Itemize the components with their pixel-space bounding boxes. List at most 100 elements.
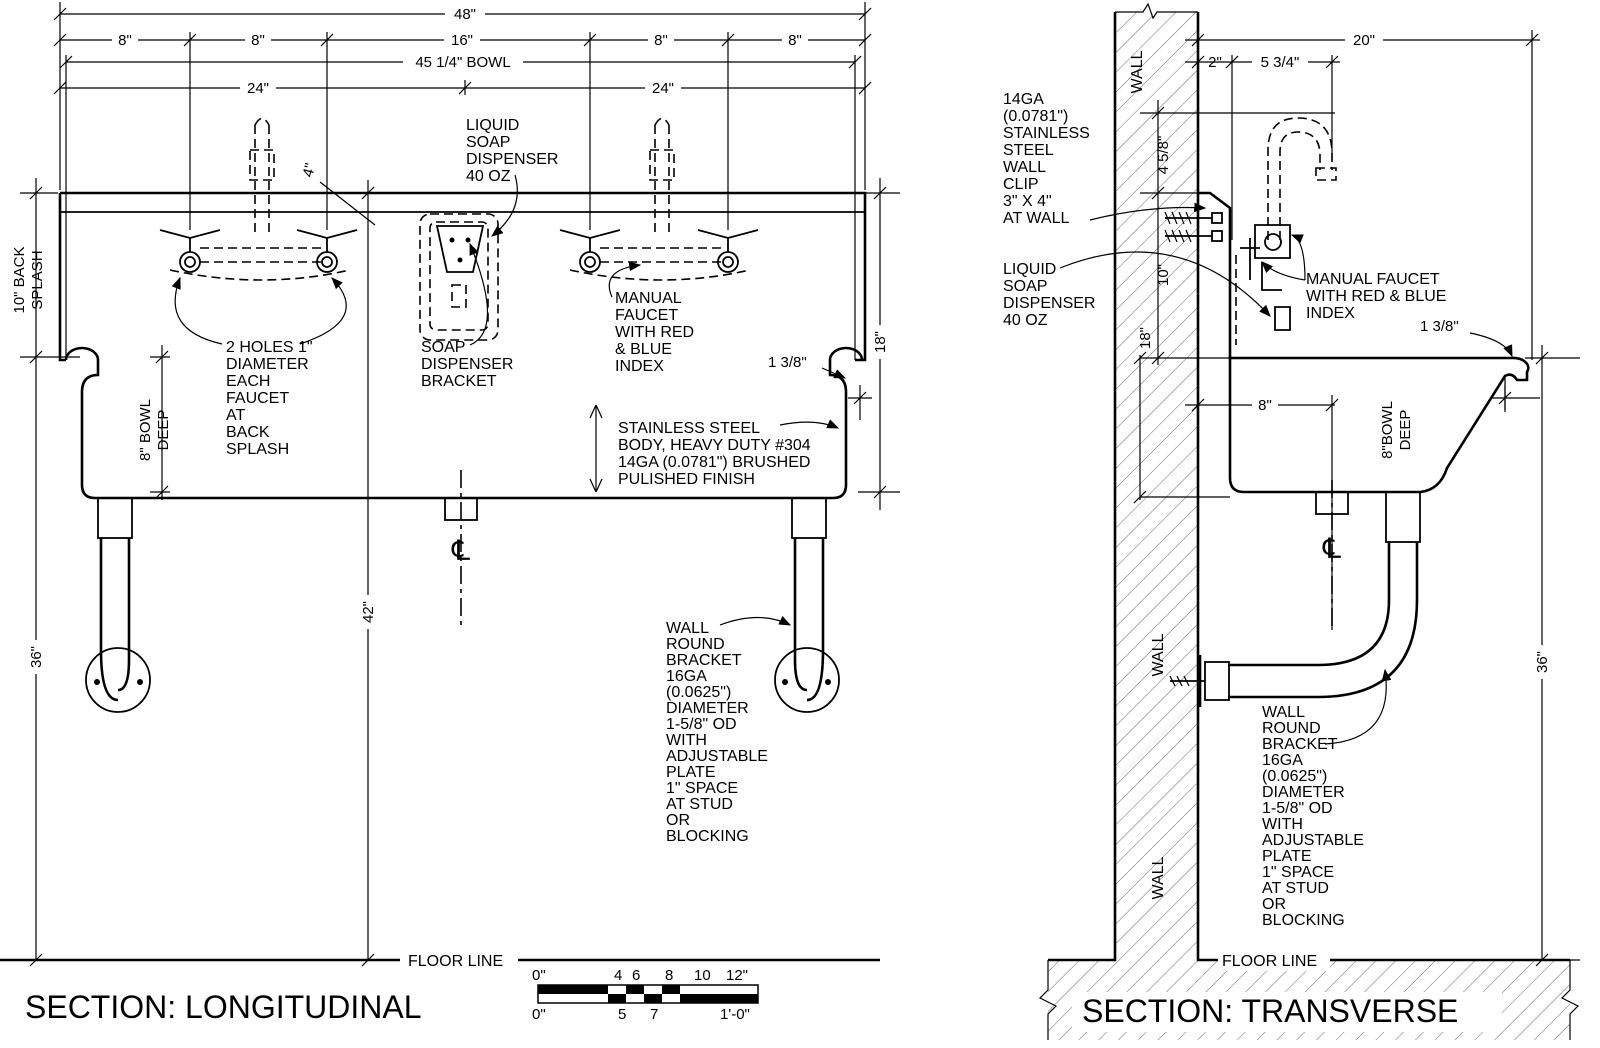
- dim-36-left: 36": [28, 646, 45, 668]
- label-holes: 2 HOLES 1" DIAMETER EACH FAUCET AT BACK …: [226, 339, 313, 458]
- leg-right: [774, 497, 840, 713]
- svg-text:ADJUSTABLE: ADJUSTABLE: [666, 748, 768, 765]
- svg-text:BRACKET: BRACKET: [666, 652, 742, 669]
- dim-36-trans: 36": [1534, 651, 1551, 673]
- svg-text:10: 10: [694, 967, 711, 984]
- dim-42: 42": [360, 601, 377, 623]
- left-vertical-dims: [20, 178, 375, 967]
- svg-text:1'-0": 1'-0": [720, 1006, 750, 1023]
- svg-text:MANUAL FAUCET: MANUAL FAUCET: [1306, 271, 1440, 288]
- wall: [1038, 2, 1580, 1040]
- svg-text:7: 7: [650, 1006, 658, 1023]
- svg-text:BODY, HEAVY DUTY #304: BODY, HEAVY DUTY #304: [618, 437, 811, 454]
- transverse-left-dims: [1133, 100, 1335, 504]
- dim-4: 4": [299, 161, 319, 179]
- title-transverse: SECTION: TRANSVERSE: [1082, 993, 1458, 1029]
- svg-text:STAINLESS STEEL: STAINLESS STEEL: [618, 420, 760, 437]
- bowldeep-label-2: DEEP: [155, 410, 172, 451]
- longitudinal-section: 48" 8" 8" 16" 8" 8" 45 1/4" BOWL 24" 24": [0, 2, 900, 1025]
- svg-text:0": 0": [532, 967, 546, 984]
- svg-text:& BLUE: & BLUE: [615, 341, 672, 358]
- svg-text:EACH: EACH: [226, 373, 270, 390]
- wall-label-2: WALL: [1150, 633, 1167, 676]
- dim-8-b: 8": [251, 32, 265, 49]
- svg-text:1-5/8" OD: 1-5/8" OD: [666, 716, 737, 733]
- drain-long: ℄: [444, 470, 478, 630]
- svg-text:PLATE: PLATE: [666, 764, 716, 781]
- scale-bar: 0" 4 6 8 10 12" 0" 5 7 1'-0": [532, 967, 759, 1023]
- svg-text:WITH RED & BLUE: WITH RED & BLUE: [1306, 288, 1446, 305]
- label-soap-bracket: SOAP DISPENSER BRACKET: [421, 339, 513, 390]
- svg-text:DIAMETER: DIAMETER: [666, 700, 749, 717]
- label-wall-clip: 14GA (0.0781") STAINLESS STEEL WALL CLIP…: [1003, 91, 1090, 227]
- svg-text:(0.0625"): (0.0625"): [666, 684, 731, 701]
- dim-1-3-8-trans: 1 3/8": [1420, 318, 1459, 335]
- dim-8-d: 8": [788, 32, 802, 49]
- dim-8-trans: 8": [1258, 397, 1272, 414]
- svg-text:16GA: 16GA: [666, 668, 707, 685]
- label-manual-faucet-trans: MANUAL FAUCET WITH RED & BLUE INDEX: [1306, 271, 1446, 322]
- dim-20: 20": [1353, 32, 1375, 49]
- dim-10: 10": [1155, 264, 1172, 286]
- svg-text:WITH: WITH: [666, 732, 707, 749]
- svg-text:BRACKET: BRACKET: [1262, 736, 1338, 753]
- svg-text:DIAMETER: DIAMETER: [1262, 784, 1345, 801]
- svg-text:(0.0625"): (0.0625"): [1262, 768, 1327, 785]
- label-soap-trans: LIQUID SOAP DISPENSER 40 OZ: [1003, 261, 1095, 329]
- dim-8-c: 8": [654, 32, 668, 49]
- svg-text:5: 5: [618, 1006, 626, 1023]
- backsplash-label-2: SPLASH: [29, 250, 46, 309]
- bowldeep-trans-2: DEEP: [1397, 410, 1414, 451]
- svg-text:1" SPACE: 1" SPACE: [1262, 864, 1334, 881]
- svg-text:INDEX: INDEX: [615, 358, 664, 375]
- dim-overall-48: 48": [454, 6, 476, 23]
- svg-text:DISPENSER: DISPENSER: [1003, 295, 1095, 312]
- svg-text:CLIP: CLIP: [1003, 176, 1039, 193]
- bowldeep-trans-1: 8"BOWL: [1379, 401, 1396, 459]
- dim-5-3-4: 5 3/4": [1261, 54, 1300, 71]
- svg-text:40 OZ: 40 OZ: [1003, 312, 1048, 329]
- svg-text:WITH: WITH: [1262, 816, 1303, 833]
- svg-text:BLOCKING: BLOCKING: [666, 828, 749, 845]
- svg-text:PULISHED FINISH: PULISHED FINISH: [618, 471, 755, 488]
- svg-text:SOAP: SOAP: [466, 134, 510, 151]
- svg-text:14GA: 14GA: [1003, 91, 1044, 108]
- svg-text:℄: ℄: [451, 535, 470, 566]
- svg-text:MANUAL: MANUAL: [615, 290, 682, 307]
- svg-text:FAUCET: FAUCET: [226, 390, 289, 407]
- faucet-right: [559, 117, 759, 281]
- svg-text:℄: ℄: [1322, 533, 1341, 564]
- svg-text:ROUND: ROUND: [666, 636, 725, 653]
- dim-4-5-8: 4 5/8": [1155, 136, 1172, 175]
- transverse-top-dims: [1185, 30, 1540, 360]
- label-wall-bracket-trans: WALL ROUND BRACKET 16GA (0.0625") DIAMET…: [1262, 704, 1364, 929]
- svg-text:ADJUSTABLE: ADJUSTABLE: [1262, 832, 1364, 849]
- backsplash-label-1: 10" BACK: [11, 246, 28, 313]
- svg-text:DISPENSER: DISPENSER: [466, 151, 558, 168]
- svg-text:6: 6: [632, 967, 640, 984]
- faucet-left: [159, 117, 358, 281]
- svg-text:STEEL: STEEL: [1003, 142, 1054, 159]
- svg-text:AT: AT: [226, 407, 245, 424]
- label-wall-bracket-long: WALL ROUND BRACKET 16GA (0.0625") DIAMET…: [666, 620, 768, 845]
- svg-text:WALL: WALL: [1003, 159, 1046, 176]
- dim-18-trans: 18": [1137, 327, 1154, 349]
- wall-clip: [1164, 191, 1232, 360]
- drain-trans: ℄: [1315, 480, 1349, 630]
- dim-1-3-8-long: 1 3/8": [768, 354, 807, 371]
- svg-text:AT STUD: AT STUD: [1262, 880, 1329, 897]
- svg-text:BACK: BACK: [226, 424, 270, 441]
- svg-text:0": 0": [532, 1006, 546, 1023]
- leg-left: [85, 497, 151, 713]
- dim-bowl: 45 1/4" BOWL: [415, 54, 510, 71]
- svg-text:PLATE: PLATE: [1262, 848, 1312, 865]
- svg-text:4: 4: [614, 967, 622, 984]
- svg-text:OR: OR: [666, 812, 690, 829]
- svg-text:DISPENSER: DISPENSER: [421, 356, 513, 373]
- wall-label-1: WALL: [1129, 50, 1146, 93]
- svg-text:SPLASH: SPLASH: [226, 441, 289, 458]
- bowldeep-label-1: 8" BOWL: [137, 399, 154, 461]
- dim-24-a: 24": [247, 80, 269, 97]
- dim-2: 2": [1208, 54, 1222, 71]
- svg-text:WALL: WALL: [666, 620, 709, 637]
